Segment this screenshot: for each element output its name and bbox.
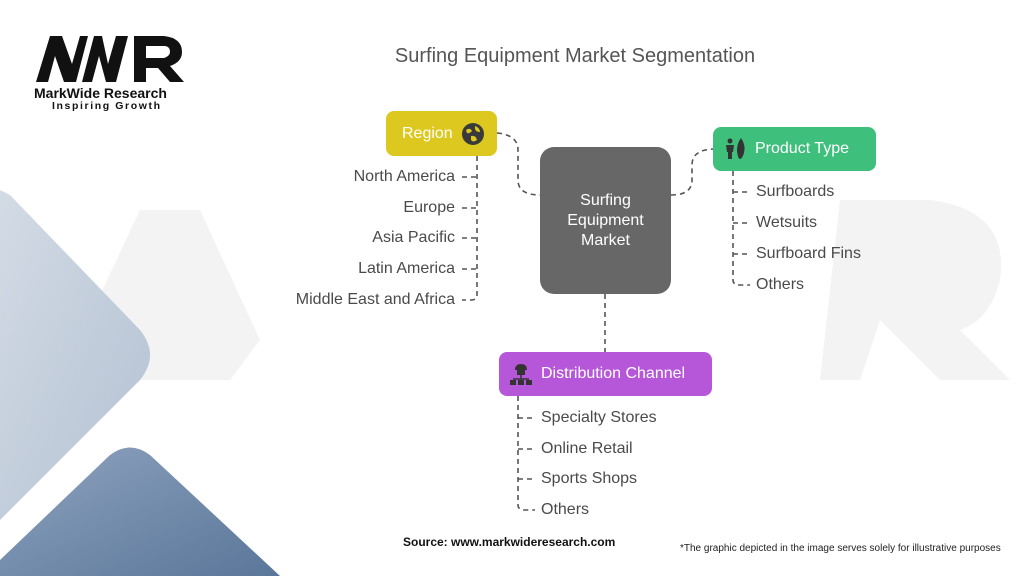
region-label: Region: [402, 124, 453, 142]
logo-tagline: Inspiring Growth: [52, 100, 162, 112]
region-item: Asia Pacific: [372, 229, 455, 246]
center-line: Surfing: [580, 191, 631, 209]
region-item: Middle East and Africa: [295, 291, 455, 308]
distribution-channel-label: Distribution Channel: [541, 365, 686, 382]
product-type-node: Product Type: [713, 127, 876, 171]
product-type-item: Others: [756, 276, 805, 293]
page-title: Surfing Equipment Market Segmentation: [394, 45, 756, 67]
globe-icon: [461, 122, 485, 146]
product-type-item: Wetsuits: [756, 214, 818, 231]
distribution-channel-item: Specialty Stores: [541, 409, 657, 426]
product-type-item: Surfboard Fins: [756, 245, 861, 262]
center-line: Equipment: [567, 211, 644, 229]
decor-shape-dark: [0, 447, 280, 576]
center-node: Surfing Equipment Market: [540, 147, 671, 294]
decor-shape-light: [0, 190, 150, 520]
surfer-icon: [723, 137, 747, 161]
region-item: North America: [353, 168, 455, 185]
region-node: Region: [386, 111, 497, 156]
center-line: Market: [581, 231, 630, 249]
region-item: Latin America: [358, 260, 455, 277]
distribution-channel-item: Sports Shops: [541, 470, 638, 487]
region-item: Europe: [403, 199, 455, 216]
disclaimer-text: *The graphic depicted in the image serve…: [680, 543, 1001, 554]
source-text: Source: www.markwideresearch.com: [403, 535, 616, 549]
product-type-item: Surfboards: [756, 183, 835, 200]
distribution-channel-item: Online Retail: [541, 440, 633, 457]
logo-name: MarkWide Research: [34, 85, 167, 101]
product-type-label: Product Type: [755, 140, 849, 157]
logo-mark: [36, 34, 186, 89]
connectors: [462, 132, 750, 511]
distribution-channel-node: Distribution Channel: [499, 352, 712, 396]
network-icon: [509, 362, 533, 386]
distribution-channel-item: Others: [541, 501, 590, 518]
